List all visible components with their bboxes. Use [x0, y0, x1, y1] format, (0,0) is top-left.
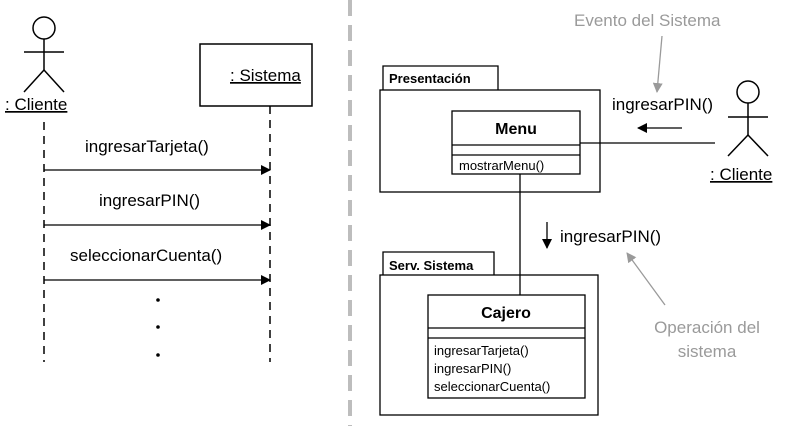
collaboration-diagram: Evento del Sistema Presentación Menu mos… — [379, 11, 772, 416]
menu-class-box — [451, 110, 581, 175]
menu-class-operation: mostrarMenu() — [459, 158, 544, 173]
operation-annotation-line1: Operación del — [654, 318, 760, 337]
delegated-message-label: ingresarPIN() — [560, 227, 661, 246]
incoming-message-label: ingresarPIN() — [612, 95, 713, 114]
operation-annotation-line2: sistema — [678, 342, 737, 361]
operation-annotation-pointer — [626, 252, 666, 306]
cliente-actor-icon-right — [727, 80, 769, 157]
cajero-operation: ingresarPIN() — [434, 361, 511, 376]
servicios-package-tab — [382, 251, 495, 275]
sistema-object-box — [199, 43, 313, 107]
message-label-ingresar-pin: ingresarPIN() — [99, 191, 200, 210]
menu-class-name: Menu — [495, 121, 537, 138]
continuation-dot — [156, 325, 160, 329]
sequence-actor-label: : Cliente — [5, 95, 67, 114]
event-annotation-pointer — [652, 35, 663, 93]
sequence-system-label: : Sistema — [230, 66, 301, 85]
presentacion-package-body — [379, 89, 601, 193]
servicios-package-body — [379, 274, 599, 416]
cajero-operation: seleccionarCuenta() — [434, 379, 550, 394]
cliente-actor-icon — [23, 16, 65, 93]
presentacion-package-tab — [382, 65, 499, 90]
message-label-seleccionar-cuenta: seleccionarCuenta() — [70, 246, 222, 265]
cajero-class-box — [427, 294, 586, 399]
presentacion-package-label: Presentación — [389, 71, 471, 86]
servicios-package-label: Serv. Sistema — [389, 258, 474, 273]
sequence-diagram: : Cliente : Sistema ingresarTarjeta() in… — [5, 16, 313, 362]
message-label-ingresar-tarjeta: ingresarTarjeta() — [85, 137, 209, 156]
cajero-operation: ingresarTarjeta() — [434, 343, 529, 358]
continuation-dot — [156, 298, 160, 302]
cajero-class-name: Cajero — [481, 305, 531, 322]
event-annotation: Evento del Sistema — [574, 11, 721, 30]
collaboration-actor-label: : Cliente — [710, 165, 772, 184]
continuation-dot — [156, 353, 160, 357]
